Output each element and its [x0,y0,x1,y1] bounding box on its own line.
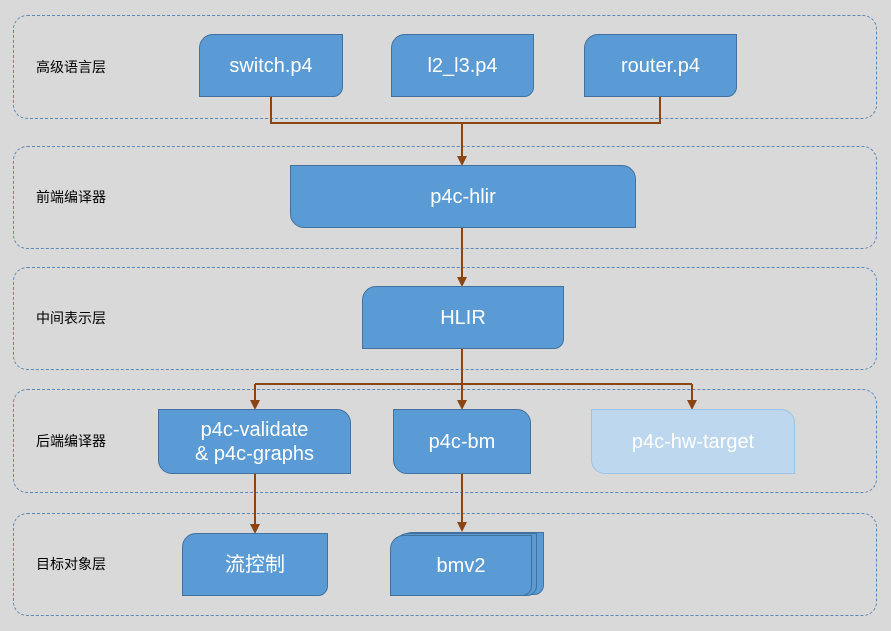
node-p4c-bm: p4c-bm [393,409,531,474]
layer-label-high-level: 高级语言层 [36,59,106,75]
connector-router [462,97,661,124]
layer-label-frontend: 前端编译器 [36,189,106,205]
node-l2-l3-p4-label: l2_l3.p4 [427,54,498,77]
node-router-p4-label: router.p4 [621,54,700,77]
node-router-p4: router.p4 [584,34,737,97]
node-p4c-validate-line2: & p4c-graphs [195,442,314,465]
node-p4c-hw-target-label: p4c-hw-target [631,430,755,453]
node-p4c-hlir-label: p4c-hlir [430,185,496,208]
node-switch-p4-label: switch.p4 [229,54,313,77]
layer-ir [13,267,877,370]
layer-target [13,513,877,616]
node-bmv2: bmv2 [390,535,532,596]
node-l2-l3-p4: l2_l3.p4 [391,34,534,97]
layer-label-backend: 后端编译器 [36,433,106,449]
node-p4c-bm-label: p4c-bm [428,430,496,453]
node-p4c-validate-line1: p4c-validate [200,418,309,441]
node-hlir-label: HLIR [440,306,486,329]
layer-frontend [13,146,877,249]
layer-label-ir: 中间表示层 [36,310,106,326]
layer-label-target: 目标对象层 [36,556,106,572]
node-switch-p4: switch.p4 [199,34,343,97]
layer-backend [13,389,877,493]
node-bmv2-label: bmv2 [436,554,486,577]
node-p4c-hlir: p4c-hlir [290,165,636,228]
node-p4c-hw-target: p4c-hw-target [591,409,795,474]
connector-switch [270,97,462,124]
node-p4c-validate: p4c-validate & p4c-graphs [158,409,351,474]
node-flow-control: 流控制 [182,533,328,596]
layer-high-level [13,15,877,119]
node-flow-control-label: 流控制 [225,553,285,576]
node-hlir: HLIR [362,286,564,349]
